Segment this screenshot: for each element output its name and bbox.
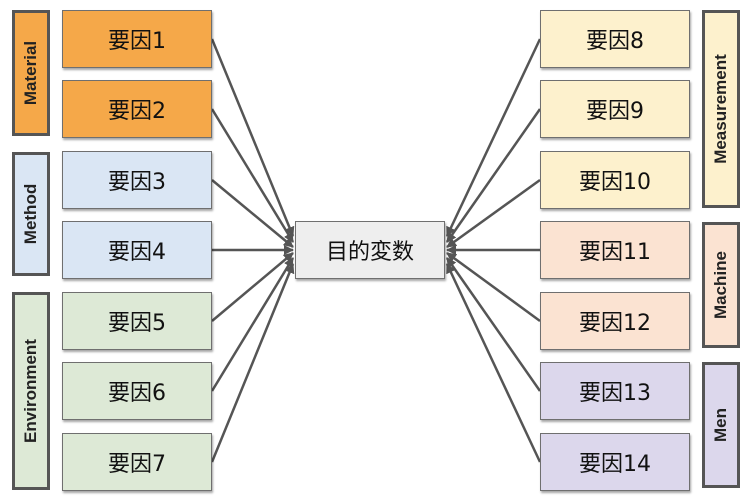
factor-box: 要因6	[62, 362, 212, 420]
factor-label: 要因2	[108, 99, 166, 124]
factor-box: 要因4	[62, 221, 212, 279]
arrow-left-2	[210, 108, 295, 243]
factor-box: 要因13	[540, 362, 690, 420]
arrow-left-1	[210, 38, 295, 237]
factor-label: 要因8	[586, 29, 644, 54]
factor-box: 要因12	[540, 292, 690, 350]
factor-label: 要因3	[108, 170, 166, 195]
category-material-label: Material	[21, 40, 40, 106]
target-variable-label: 目的変数	[325, 240, 414, 265]
category-measurement-label: Measurement	[711, 54, 730, 164]
factor-label: 要因13	[579, 381, 651, 406]
arrow-left-6	[210, 257, 295, 392]
factor-box: 要因9	[540, 80, 690, 138]
arrow-left-3	[211, 179, 294, 248]
arrow-right-2	[445, 108, 542, 243]
factor-box: 要因10	[540, 151, 690, 209]
factor-label: 要因1	[108, 29, 166, 54]
factor-label: 要因6	[108, 381, 166, 406]
factor-box: 要因8	[540, 10, 690, 68]
target-variable-box: 目的変数	[295, 221, 445, 279]
factor-label: 要因10	[579, 170, 651, 195]
factor-label: 要因5	[108, 311, 166, 336]
arrow-left-7	[210, 263, 295, 463]
factor-label: 要因4	[108, 240, 166, 265]
factor-label: 要因11	[579, 240, 651, 265]
factor-label: 要因9	[586, 99, 644, 124]
factor-label: 要因7	[108, 452, 166, 477]
category-material: Material	[12, 10, 50, 136]
factor-box: 要因1	[62, 10, 212, 68]
arrow-left-5	[211, 252, 294, 322]
arrow-right-3	[446, 178, 541, 249]
factor-box: 要因3	[62, 151, 212, 209]
factor-box: 要因14	[540, 433, 690, 491]
category-machine-label: Machine	[711, 250, 730, 320]
category-environment: Environment	[12, 292, 50, 490]
category-environment-label: Environment	[21, 339, 40, 443]
category-measurement: Measurement	[702, 10, 740, 208]
factor-box: 要因5	[62, 292, 212, 350]
category-machine: Machine	[702, 222, 740, 348]
category-men-label: Men	[711, 408, 730, 442]
arrow-right-1	[445, 38, 542, 237]
category-method-label: Method	[21, 183, 40, 245]
arrow-right-7	[445, 263, 542, 463]
category-men: Men	[702, 362, 740, 488]
factor-box: 要因2	[62, 80, 212, 138]
arrow-right-5	[446, 251, 541, 323]
category-method: Method	[12, 152, 50, 276]
factor-box: 要因7	[62, 433, 212, 491]
factor-box: 要因11	[540, 221, 690, 279]
factor-label: 要因12	[579, 311, 651, 336]
arrow-right-6	[445, 257, 542, 392]
factor-label: 要因14	[579, 452, 651, 477]
